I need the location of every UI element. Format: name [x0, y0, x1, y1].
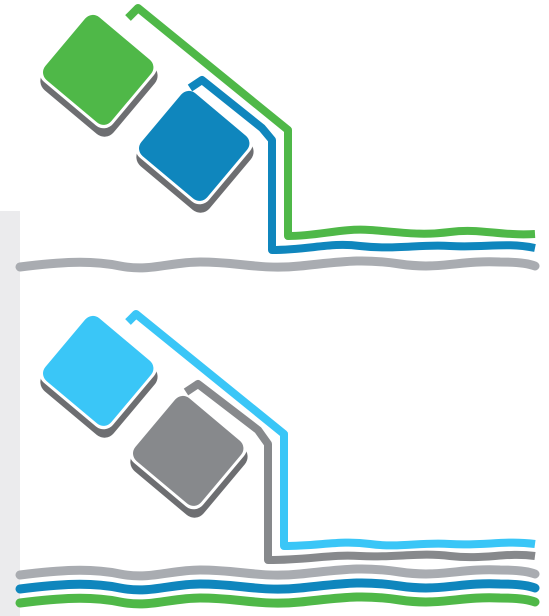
gray-wave [20, 261, 535, 268]
light-blue-box [31, 308, 166, 443]
bottom-illustration [20, 308, 535, 604]
green-box [31, 7, 166, 142]
gray-box [121, 388, 256, 523]
light-gray-wave [20, 569, 535, 576]
top-illustration [20, 7, 535, 268]
blue-box [127, 83, 262, 218]
blue-wave [20, 583, 535, 590]
green-wave [20, 597, 535, 604]
